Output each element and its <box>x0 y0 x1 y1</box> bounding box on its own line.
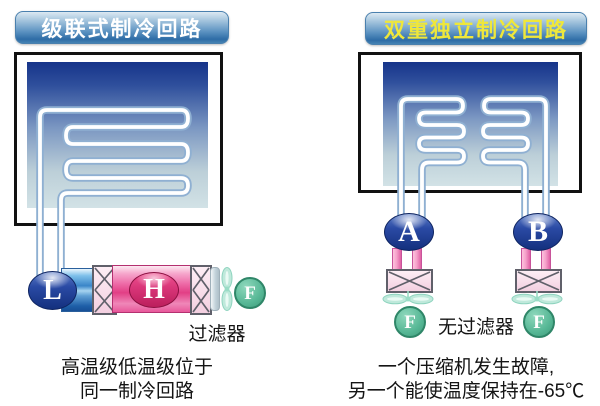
left-caption-line2: 同一制冷回路 <box>79 381 194 402</box>
fan-label-b: F <box>533 311 545 333</box>
no-filter-label: 无过滤器 <box>437 317 514 338</box>
right-caption-line1: 一个压缩机发生故障, <box>377 357 555 378</box>
fan-label-a: F <box>404 311 416 333</box>
fan-circle-b: F <box>523 306 555 338</box>
fan-blades-b-icon <box>511 291 563 306</box>
left-evaporator-panel <box>27 62 208 208</box>
compressor-high-label: H <box>143 274 165 305</box>
condenser-b <box>515 269 562 293</box>
compressor-a-label: A <box>398 215 420 248</box>
condenser-cross-icon <box>388 271 431 291</box>
fan-blades-a-icon <box>382 291 434 306</box>
compressor-a: A <box>384 213 434 251</box>
heat-exchanger-cross-icon <box>94 267 115 313</box>
filter-bar <box>210 267 220 311</box>
condenser-heat-exchanger <box>190 265 212 315</box>
left-title: 级联式制冷回路 <box>41 17 203 41</box>
filter-label: 过滤器 <box>188 324 246 345</box>
fan-blades-left-icon <box>219 267 235 311</box>
right-caption: 一个压缩机发生故障, 另一个能使温度保持在-65℃ <box>330 356 600 404</box>
fan-label-left: F <box>244 282 256 304</box>
compressor-low-label: L <box>43 274 62 306</box>
right-title: 双重独立制冷回路 <box>384 18 568 42</box>
condenser-a <box>386 269 433 293</box>
fan-circle-a: F <box>394 306 426 338</box>
heat-exchanger-cross-icon <box>192 267 210 313</box>
fan-circle-left: F <box>234 277 266 309</box>
left-freezer-box <box>14 52 223 226</box>
left-caption-line1: 高温级低温级位于 <box>60 357 213 378</box>
condenser-cross-icon <box>517 271 560 291</box>
right-title-banner: 双重独立制冷回路 <box>365 12 587 45</box>
right-caption-line2: 另一个能使温度保持在-65℃ <box>347 381 585 402</box>
right-freezer-box <box>358 52 582 193</box>
low-stage-compressor: L <box>28 271 77 310</box>
high-stage-compressor: H <box>129 272 179 308</box>
left-caption: 高温级低温级位于 同一制冷回路 <box>22 356 252 404</box>
right-evaporator-panel <box>383 62 558 186</box>
left-title-banner: 级联式制冷回路 <box>15 11 229 44</box>
compressor-b-label: B <box>527 215 548 248</box>
compressor-b: B <box>513 213 563 251</box>
